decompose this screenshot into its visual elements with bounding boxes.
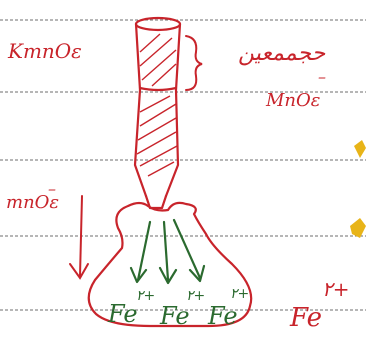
flask-ion: Fe [107, 300, 138, 328]
flask-ion: Fe [207, 302, 238, 330]
highlight-mark [354, 140, 366, 158]
hatch-line [140, 34, 160, 52]
hatch-line [148, 162, 174, 176]
drop-arrows [131, 220, 204, 283]
hatch-line [142, 50, 176, 80]
flask-ion: Fe [159, 302, 190, 330]
volume-brace [186, 36, 202, 90]
drop-arrow [174, 220, 204, 281]
hatch-line [138, 118, 176, 140]
hatch-line [140, 104, 176, 126]
flow-arrow [70, 196, 88, 278]
burette-level-line [140, 88, 176, 90]
flow-arrow-head [70, 264, 88, 278]
hatch-line [140, 38, 172, 66]
hatch-line [137, 132, 176, 154]
flask-ion-charge: ٢+ [230, 286, 249, 302]
burette-reading-arabic: حجممعين [238, 41, 326, 66]
reagent-label: KmnOε [7, 39, 82, 63]
burette [135, 18, 180, 208]
flask-ions: Fe ٢+ Fe ٢+ Fe ٢+ [107, 286, 249, 330]
drops-charge: – [48, 179, 56, 198]
flask-ion-charge: ٢+ [186, 288, 205, 304]
drop-arrow [160, 222, 176, 283]
highlight-mark [350, 218, 366, 238]
drop-arrow [131, 222, 150, 282]
iron-ion-charge: ٢+ [322, 277, 350, 301]
highlight-marks [350, 140, 366, 238]
burette-liquid-hatching [137, 34, 177, 176]
flow-arrow-shaft [80, 196, 82, 276]
flask-ion-charge: ٢+ [136, 288, 155, 304]
iron-ion-label: Fe [289, 303, 322, 333]
burette-reading-charge: – [318, 67, 326, 86]
burette-reading-ion: MnOε [265, 90, 320, 111]
